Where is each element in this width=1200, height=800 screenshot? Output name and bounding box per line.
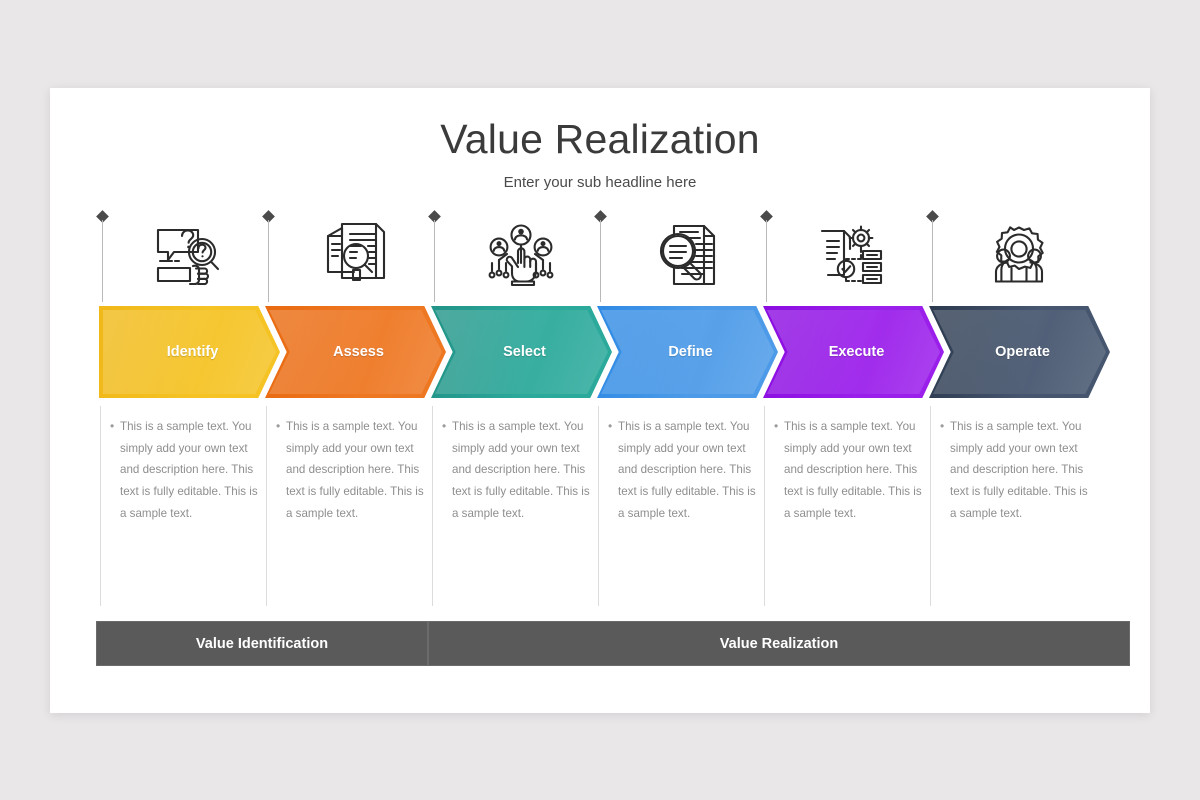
description-text: This is a sample text. You simply add yo… [950, 420, 1088, 520]
bullet-icon: • [774, 419, 779, 433]
chevron-label: Define [668, 344, 713, 360]
chevron-label: Select [503, 344, 546, 360]
column-divider [432, 406, 433, 606]
chevron-stage-identify[interactable]: Identify [99, 306, 280, 398]
footer-segment-label: Value Identification [195, 635, 329, 652]
stage-connector-operate [926, 210, 939, 302]
footer-segment-2[interactable]: Value Realization [428, 621, 1130, 666]
stage-connector-execute [760, 210, 773, 302]
connector-line [102, 220, 103, 302]
slide-card: Value Realization Enter your sub headlin… [50, 88, 1150, 713]
bullet-icon: • [110, 419, 115, 433]
chevron-label: Identify [166, 344, 219, 360]
list-item: • This is a sample text. You simply add y… [608, 416, 760, 525]
list-item: • This is a sample text. You simply add y… [442, 416, 594, 525]
chevron-inner-outline [269, 310, 442, 394]
list-item: • This is a sample text. You simply add y… [110, 416, 262, 525]
chevron-inner-outline [933, 310, 1106, 394]
page-subtitle: Enter your sub headline here [503, 174, 697, 191]
description-text: This is a sample text. You simply add yo… [120, 420, 258, 520]
chevron-inner-outline [435, 310, 608, 394]
chevron-stage-select[interactable]: Select [431, 306, 612, 398]
list-item: • This is a sample text. You simply add y… [774, 416, 926, 525]
chevron-stage-execute[interactable]: Execute [763, 306, 944, 398]
chevron-label: Execute [828, 344, 885, 360]
description-text: This is a sample text. You simply add yo… [286, 420, 424, 520]
bullet-icon: • [442, 419, 447, 433]
description-column-select: • This is a sample text. You simply add y… [432, 406, 598, 606]
question-search-icon [106, 216, 272, 294]
description-text: This is a sample text. You simply add yo… [452, 420, 590, 520]
stage-connector-select [428, 210, 441, 302]
description-column-operate: • This is a sample text. You simply add y… [930, 406, 1096, 606]
description-column-execute: • This is a sample text. You simply add y… [764, 406, 930, 606]
column-divider [930, 406, 931, 606]
chevron-inner-outline [601, 310, 774, 394]
list-item: • This is a sample text. You simply add y… [276, 416, 428, 525]
gear-team-icon [936, 216, 1102, 294]
footer-segment-1[interactable]: Value Identification [96, 621, 428, 666]
bullet-icon: • [608, 419, 613, 433]
connector-line [932, 220, 933, 302]
column-divider [764, 406, 765, 606]
chevron-label: Assess [333, 344, 384, 360]
description-text: This is a sample text. You simply add yo… [618, 420, 756, 520]
bullet-icon: • [940, 419, 945, 433]
chevron-stage-operate[interactable]: Operate [929, 306, 1110, 398]
footer-segment-label: Value Realization [719, 635, 839, 652]
document-magnifier-icon [272, 216, 438, 294]
description-column-define: • This is a sample text. You simply add y… [598, 406, 764, 606]
list-item: • This is a sample text. You simply add y… [940, 416, 1092, 525]
connector-line [766, 220, 767, 302]
description-column-identify: • This is a sample text. You simply add y… [100, 406, 266, 606]
footer-phase-bar: Value Identification Value Realization [96, 621, 1130, 666]
chevron-inner-outline [103, 310, 276, 394]
chevron-inner-outline [767, 310, 940, 394]
chevron-stage-assess[interactable]: Assess [265, 306, 446, 398]
page-title: Value Realization [440, 116, 760, 162]
connector-line [268, 220, 269, 302]
connector-line [434, 220, 435, 302]
stage-connector-identify [96, 210, 109, 302]
chevron-stage-define[interactable]: Define [597, 306, 778, 398]
stage-connector-define [594, 210, 607, 302]
chevron-process-band: Identify Assess Select Define Execute Operate [50, 306, 1150, 398]
people-select-hand-icon [438, 216, 604, 294]
description-text: This is a sample text. You simply add yo… [784, 420, 922, 520]
connector-line [600, 220, 601, 302]
column-divider [266, 406, 267, 606]
process-gear-checklist-icon [770, 216, 936, 294]
column-divider [598, 406, 599, 606]
description-column-assess: • This is a sample text. You simply add y… [266, 406, 432, 606]
column-divider [100, 406, 101, 606]
bullet-icon: • [276, 419, 281, 433]
stage-connector-assess [262, 210, 275, 302]
chevron-label: Operate [995, 344, 1050, 360]
magnifier-document-icon [604, 216, 770, 294]
